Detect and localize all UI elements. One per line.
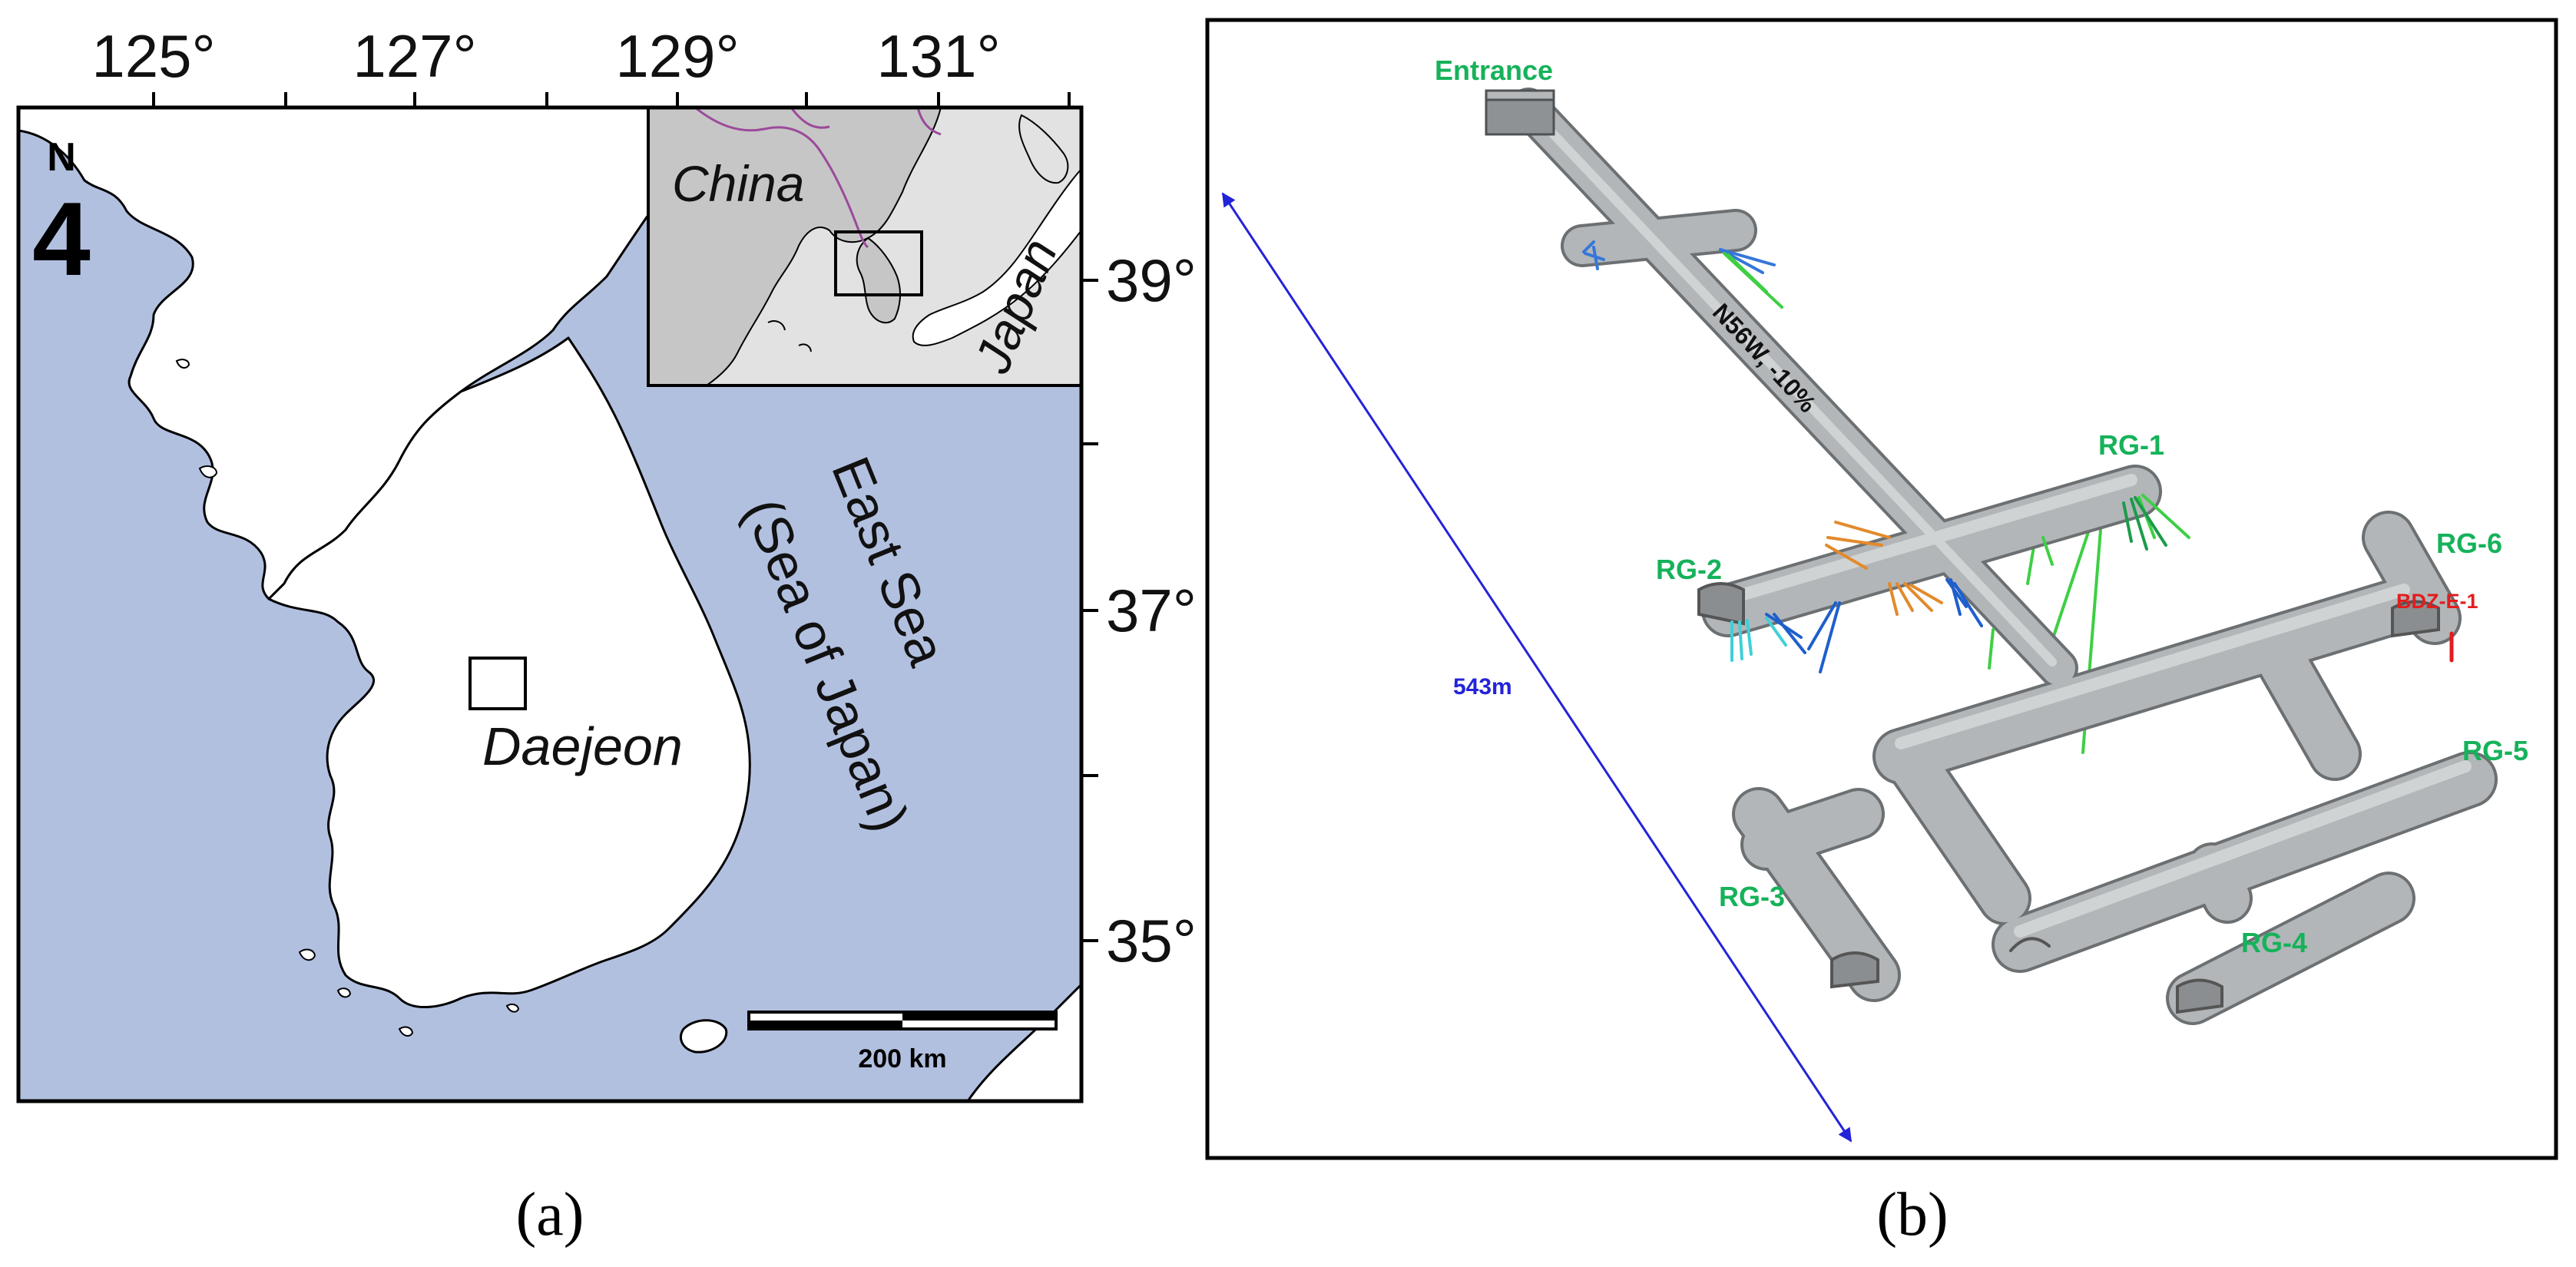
rg5-label: RG-5	[2462, 735, 2528, 766]
rg3-label: RG-3	[1719, 881, 1785, 912]
inset-hokkaido	[1018, 114, 1069, 184]
inset-china-label: China	[672, 155, 804, 212]
jeju-island	[680, 1019, 728, 1054]
inset-country-borders	[694, 108, 942, 249]
inset-japan	[912, 167, 1081, 346]
length-label: 543m	[1453, 674, 1512, 700]
lat-tick-37: 37°	[1106, 577, 1197, 644]
lon-tick-129: 129°	[615, 22, 739, 90]
length-dimension-line	[1221, 192, 1853, 1143]
rg4-label: RG-4	[2241, 927, 2307, 958]
north-arrow-icon: 4	[32, 180, 91, 297]
rg6-label: RG-6	[2436, 528, 2502, 559]
longitude-axis	[152, 92, 1071, 108]
map-frame	[16, 105, 1084, 1103]
inset-map: China Japan	[647, 106, 1083, 387]
lat-tick-35: 35°	[1106, 907, 1197, 974]
lat-tick-39: 39°	[1106, 246, 1197, 314]
inset-locator-box	[834, 230, 923, 296]
lon-tick-131: 131°	[876, 22, 1000, 90]
inset-mainland	[648, 108, 942, 385]
scale-bar	[747, 1011, 1058, 1030]
rg2-label: RG-2	[1656, 554, 1722, 585]
scale-bar-label: 200 km	[858, 1044, 946, 1073]
north-letter: N	[47, 135, 76, 180]
latitude-axis	[1081, 279, 1098, 942]
panel-b-tunnel: Entrance N56W, -10% RG-1 RG-2 RG-3 RG-4 …	[1205, 18, 2558, 1249]
caption-b: (b)	[1876, 1181, 1948, 1249]
small-islands	[175, 359, 520, 1037]
bdz-label: BDZ-E-1	[2396, 590, 2478, 613]
caption-a: (a)	[516, 1181, 584, 1249]
rg1-label: RG-1	[2098, 429, 2164, 461]
panel-a-map: China Japan 125° 127° 129° 131° 39°	[16, 22, 1197, 1249]
northern-landmass	[18, 108, 650, 600]
south-korea-landmass	[267, 336, 751, 1009]
lon-tick-125: 125°	[91, 22, 215, 90]
entrance-label: Entrance	[1435, 55, 1553, 86]
daejeon-marker	[469, 657, 527, 710]
inset-korea	[856, 237, 901, 324]
daejeon-label: Daejeon	[482, 716, 683, 776]
lon-tick-127: 127°	[353, 22, 476, 90]
inset-extra-coast	[767, 320, 812, 352]
